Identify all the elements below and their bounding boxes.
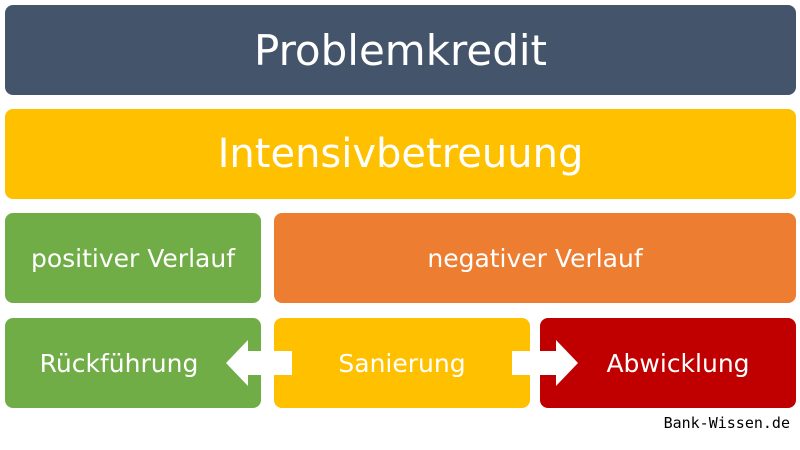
rueckfuehrung-box: Rückführung	[5, 318, 261, 408]
source-label: Bank-Wissen.de	[663, 414, 790, 432]
positiver-verlauf-label: positiver Verlauf	[30, 243, 236, 273]
positiver-verlauf-box: positiver Verlauf	[5, 213, 261, 303]
arrow-left-shape	[226, 340, 292, 386]
problemkredit-box: Problemkredit	[5, 5, 796, 95]
abwicklung-label: Abwicklung	[606, 348, 750, 378]
arrow-right-shape	[512, 340, 578, 386]
rueckfuehrung-label: Rückführung	[39, 348, 199, 378]
arrow-left-icon	[226, 340, 292, 386]
sanierung-box: Sanierung	[274, 318, 530, 408]
abwicklung-box: Abwicklung	[540, 318, 796, 408]
negativer-verlauf-label: negativer Verlauf	[427, 243, 643, 273]
negativer-verlauf-box: negativer Verlauf	[274, 213, 796, 303]
intensivbetreuung-box: Intensivbetreuung	[5, 109, 796, 199]
problemkredit-label: Problemkredit	[253, 25, 547, 75]
sanierung-label: Sanierung	[338, 348, 466, 378]
intensivbetreuung-label: Intensivbetreuung	[217, 131, 584, 177]
arrow-right-icon	[512, 340, 578, 386]
